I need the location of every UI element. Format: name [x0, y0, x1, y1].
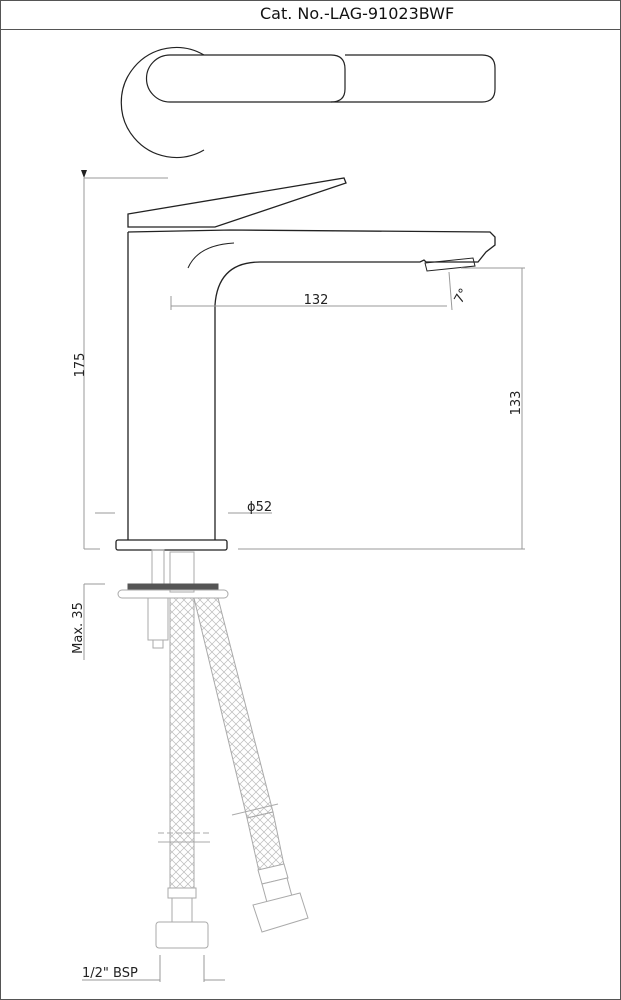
spout-angle-label: 7° — [452, 286, 472, 306]
side-view — [115, 177, 496, 551]
max-thickness-label: Max. 35 — [71, 602, 86, 654]
spout-reach-label: 132 — [304, 293, 329, 308]
mounting-hardware — [117, 549, 229, 649]
dimension-lines — [81, 170, 525, 982]
top-view — [120, 46, 496, 159]
catalog-number: Cat. No.-LAG-91023BWF — [260, 4, 455, 23]
spout-height-label: 133 — [509, 391, 524, 416]
hoses — [155, 597, 309, 949]
title-bar: Cat. No.-LAG-91023BWF — [0, 0, 621, 30]
total-height-label: 175 — [73, 353, 88, 378]
connection-size-label: 1/2" BSP — [82, 966, 138, 981]
base-diameter-label: ϕ52 — [247, 500, 272, 515]
